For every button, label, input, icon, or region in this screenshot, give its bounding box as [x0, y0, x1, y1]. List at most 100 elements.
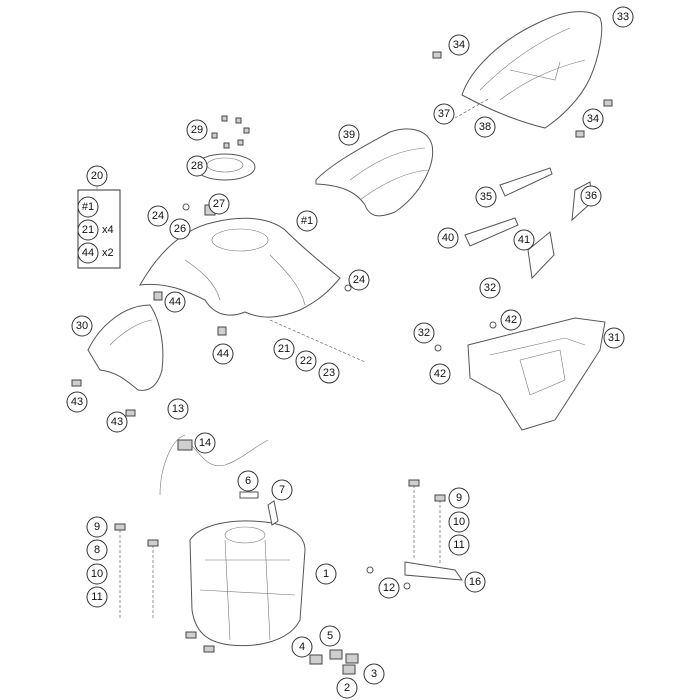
callout-label: 35	[480, 191, 492, 203]
clip-part	[432, 51, 442, 59]
callout-label: 26	[174, 223, 186, 235]
callout-label: 24	[353, 274, 365, 286]
callout-circle	[448, 511, 470, 533]
callout-circle	[315, 563, 337, 585]
callout-label: 11	[453, 539, 464, 551]
callout-circle	[378, 577, 400, 599]
callout: 14	[194, 432, 216, 454]
callout-label: 40	[442, 232, 454, 244]
trim-part	[527, 231, 555, 280]
callout: 10	[86, 563, 108, 585]
callout-circle	[86, 563, 108, 585]
callout: 28	[186, 155, 208, 177]
callout-label: 42	[434, 368, 446, 380]
callout-label: 44	[217, 348, 229, 360]
nut-part	[203, 645, 215, 653]
side-cover-part	[87, 304, 164, 391]
callout-label: 24	[152, 210, 164, 222]
callout-label: 32	[484, 282, 496, 294]
kit-item-qty: x4	[102, 224, 114, 236]
callout-layer: #112345678910119101112131416212223242426…	[66, 6, 634, 699]
callout-circle	[363, 663, 385, 685]
callout-circle	[479, 277, 501, 299]
nut-part	[185, 631, 197, 639]
callout: 42	[429, 363, 451, 385]
callout-label: 16	[469, 576, 481, 588]
callout-circle	[603, 327, 625, 349]
callout-circle	[86, 516, 108, 538]
callout-circle	[437, 227, 459, 249]
nut-part	[153, 291, 163, 301]
callout: 33	[612, 6, 634, 28]
callout-circle	[86, 539, 108, 561]
callout-circle	[319, 625, 341, 647]
callout-label: 13	[172, 403, 184, 415]
grommet-part	[71, 379, 82, 387]
callout-circle	[500, 309, 522, 331]
callout: 41	[513, 229, 535, 251]
callout-circle	[147, 205, 169, 227]
kit-item-ref: #1	[82, 201, 94, 213]
hose-part	[267, 500, 279, 526]
callout-label: 9	[94, 521, 100, 533]
callout: 32	[479, 277, 501, 299]
callout-circle	[237, 470, 259, 492]
callout-circle	[212, 343, 234, 365]
callout-label: 5	[327, 630, 333, 642]
callout: 9	[86, 516, 108, 538]
callout: 8	[86, 539, 108, 561]
kit-item-qty: x2	[102, 247, 114, 259]
callout-label: 2	[344, 682, 350, 694]
callout-label: 10	[91, 568, 103, 580]
callout: 24	[147, 205, 169, 227]
callout: 43	[106, 411, 128, 433]
callout: 30	[71, 315, 93, 337]
callout: 6	[237, 470, 259, 492]
callout-label: 12	[383, 582, 395, 594]
callout: 7	[271, 479, 293, 501]
callout: 9	[448, 487, 470, 509]
callout-label: 10	[453, 516, 465, 528]
hose-line	[159, 434, 269, 496]
callout-label: 34	[587, 113, 599, 125]
front-seat-part	[315, 128, 434, 217]
callout-circle	[186, 155, 208, 177]
clip-part	[575, 130, 585, 138]
callout-circle	[348, 269, 370, 291]
small-part	[329, 649, 343, 660]
nut-part	[217, 326, 227, 336]
callout: 29	[186, 119, 208, 141]
callout-label: 31	[608, 332, 620, 344]
callout: 42	[500, 309, 522, 331]
callout-circle	[318, 362, 340, 384]
callout: 2	[336, 677, 358, 699]
screw-part	[403, 582, 411, 590]
callout: 11	[448, 534, 470, 556]
kit-item-ref: 21	[82, 224, 94, 236]
callout-circle	[106, 411, 128, 433]
callout-label: 28	[191, 160, 203, 172]
callout-circle	[448, 34, 470, 56]
callout: 5	[319, 625, 341, 647]
callout-circle	[296, 210, 318, 232]
callout-label: 1	[323, 568, 329, 580]
bolt-part	[434, 494, 446, 502]
callout-label: 32	[418, 327, 430, 339]
callout: 37	[433, 103, 455, 125]
small-part	[342, 664, 356, 675]
callout: 4	[291, 636, 313, 658]
callout-circle	[448, 487, 470, 509]
cap-bolts-part	[211, 115, 250, 149]
callout-label: 43	[111, 416, 123, 428]
rear-seat-part	[461, 11, 603, 129]
callout-circle	[580, 185, 602, 207]
callout-circle	[164, 291, 186, 313]
callout: 32	[413, 322, 435, 344]
trim-part	[464, 217, 519, 247]
clamp-part	[177, 439, 193, 451]
kit-item: #1	[77, 196, 99, 218]
callout-label: 7	[279, 484, 285, 496]
tank-cover-part	[139, 217, 341, 318]
callout-circle	[582, 108, 604, 130]
screw-part	[434, 344, 442, 352]
